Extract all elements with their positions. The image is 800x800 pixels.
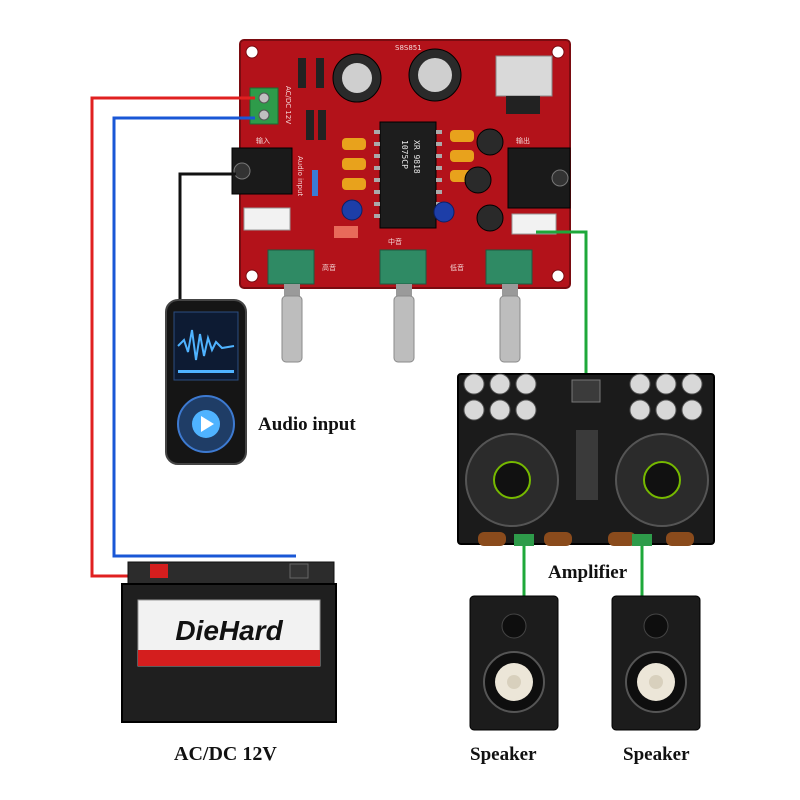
tweeter bbox=[643, 613, 669, 639]
voltage-regulator bbox=[506, 96, 540, 114]
power-marking: AC/DC 12V bbox=[284, 86, 292, 124]
waveform-graphic bbox=[177, 329, 235, 361]
chip-part-number: 1075CP bbox=[400, 140, 409, 169]
capacitor-medium bbox=[476, 128, 504, 156]
negative-power-wire bbox=[112, 116, 296, 558]
speaker-right-label: Speaker bbox=[623, 744, 690, 765]
power-supply-label: AC/DC 12V bbox=[174, 743, 277, 765]
jack-label: Audio input bbox=[296, 156, 304, 196]
film-capacitors-left bbox=[342, 138, 366, 190]
battery-brand-text: DieHard bbox=[175, 615, 283, 646]
amplifier-label: Amplifier bbox=[548, 562, 628, 583]
positive-terminal bbox=[150, 564, 168, 578]
mount-hole bbox=[245, 45, 259, 59]
input-connector bbox=[243, 207, 291, 231]
diode bbox=[298, 58, 306, 88]
mount-hole bbox=[551, 45, 565, 59]
fan-hub-left bbox=[493, 461, 531, 499]
potentiometer-mid bbox=[379, 249, 427, 363]
capacitor-small bbox=[341, 199, 363, 221]
woofer-dust-cap bbox=[649, 675, 663, 689]
amplifier-board bbox=[457, 373, 715, 546]
tweeter bbox=[501, 613, 527, 639]
woofer-dust-cap bbox=[507, 675, 521, 689]
jack-socket bbox=[233, 162, 251, 180]
wires bbox=[90, 96, 644, 598]
diode bbox=[306, 110, 314, 140]
output-connector bbox=[511, 213, 557, 235]
audio-input-cable bbox=[178, 172, 236, 302]
dip-switch bbox=[334, 226, 358, 238]
capacitor-medium bbox=[464, 166, 492, 194]
ic-chip bbox=[379, 121, 437, 229]
audio-input-label: Audio input bbox=[258, 414, 356, 435]
capacitor-top bbox=[418, 58, 452, 92]
chip-code: XR 9818 bbox=[412, 140, 421, 174]
pot-label-treble: 高音 bbox=[322, 263, 336, 272]
resistor bbox=[312, 170, 318, 196]
speaker-terminal-right bbox=[632, 534, 652, 546]
capacitor-top bbox=[342, 63, 372, 93]
pot-label-mid: 中音 bbox=[388, 237, 402, 246]
fan-hub-right bbox=[643, 461, 681, 499]
output-coils bbox=[478, 532, 694, 546]
speaker-left bbox=[469, 595, 559, 731]
negative-terminal bbox=[289, 563, 309, 579]
amp-components bbox=[576, 430, 598, 500]
pot-label-bass: 低音 bbox=[450, 263, 464, 272]
capacitor-medium bbox=[476, 204, 504, 232]
positive-power-wire bbox=[90, 96, 255, 578]
battery: DieHard bbox=[121, 561, 337, 723]
play-icon bbox=[201, 416, 214, 432]
amp-capacitors bbox=[463, 373, 703, 421]
battery-label-stripe bbox=[138, 650, 320, 666]
signal-wire-to-amplifier bbox=[536, 230, 588, 392]
amp-input-connector bbox=[571, 379, 601, 403]
media-player bbox=[165, 299, 247, 465]
potentiometer-bass bbox=[485, 249, 533, 363]
terminal-screw-negative bbox=[258, 109, 270, 121]
capacitor-small bbox=[433, 201, 455, 223]
speaker-left-label: Speaker bbox=[470, 744, 537, 765]
output-label: 输出 bbox=[516, 136, 530, 145]
terminal-screw-positive bbox=[258, 92, 270, 104]
speaker-terminal-left bbox=[514, 534, 534, 546]
mount-hole bbox=[245, 269, 259, 283]
jack-socket bbox=[551, 169, 569, 187]
speaker-right bbox=[611, 595, 701, 731]
potentiometer-treble bbox=[267, 249, 315, 363]
tone-control-board: S8S851 AC/DC 12V 输入 Audio input bbox=[231, 39, 571, 363]
input-label: 输入 bbox=[256, 136, 270, 145]
mount-hole bbox=[551, 269, 565, 283]
diode bbox=[316, 58, 324, 88]
diode bbox=[318, 110, 326, 140]
progress-bar bbox=[178, 370, 234, 373]
heatsink bbox=[495, 55, 553, 97]
board-code: S8S851 bbox=[395, 44, 422, 52]
